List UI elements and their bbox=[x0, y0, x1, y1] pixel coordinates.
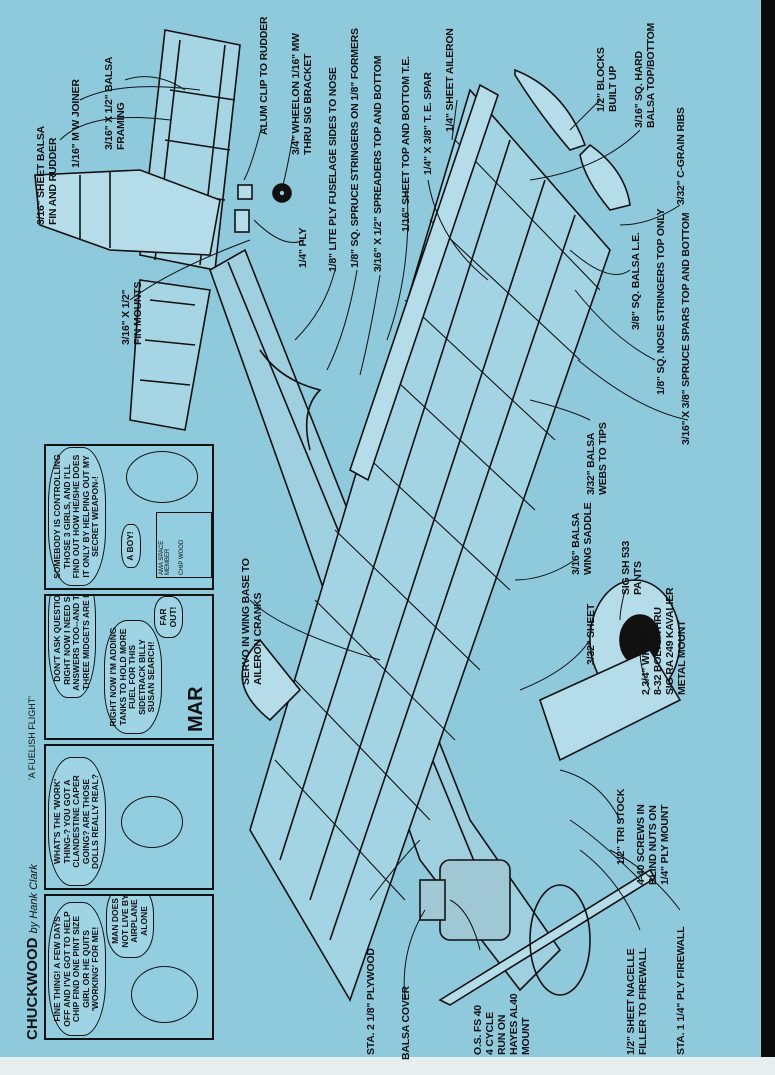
comic-title: CHUCKWOOD by Hank Clark bbox=[24, 864, 41, 1040]
label-sheet-332: 3/32" SHEET bbox=[585, 603, 597, 665]
comic-panel-1: FINE THING! A FEW DAYS OFF AND I'VE GOT … bbox=[44, 894, 214, 1040]
label-ribs: 3/32" C-GRAIN RIBS bbox=[675, 107, 687, 205]
label-aileron: 1/4" SHEET AILERON bbox=[444, 28, 456, 132]
label-ply: 1/4" PLY bbox=[297, 227, 309, 268]
character-face bbox=[131, 966, 198, 1023]
speech-bubble: FAR OUT! bbox=[154, 596, 183, 638]
comic-byline: by Hank Clark bbox=[28, 864, 40, 934]
label-balsa-cover: BALSA COVER bbox=[400, 986, 412, 1060]
speech-bubble: RIGHT NOW I'M ADDING TANKS TO HOLD MORE … bbox=[104, 620, 162, 734]
label-le: 3/8" SQ. BALSA L.E. bbox=[630, 232, 642, 330]
poster-name: CHIP WOOD bbox=[179, 539, 185, 575]
elevator bbox=[129, 279, 211, 431]
comic-panel-4: SOMEBODY IS CONTROLLING THOSE 3 GIRLS, A… bbox=[44, 444, 214, 590]
comic-strip: CHUCKWOOD by Hank Clark 'A FUELISH FLIGH… bbox=[24, 444, 216, 1040]
label-spruce-spars: 3/16" X 3/8" SPRUCE SPARS TOP AND BOTTOM bbox=[680, 212, 692, 445]
label-fuselage-sides: 1/8" LITE PLY FUSELAGE SIDES TO NOSE bbox=[327, 67, 339, 272]
comic-panel-2: WHAT'S THE 'WORK' THING-? YOU GOT A CLAN… bbox=[44, 744, 214, 890]
poster-title: AMA SPACE MEMBER bbox=[159, 540, 171, 575]
label-sheet-te: 1/16" SHEET TOP AND BOTTOM T.E. bbox=[400, 56, 412, 232]
label-nose-stringers: 1/8" SQ. NOSE STRINGERS TOP ONLY bbox=[655, 208, 667, 395]
speech-bubble: SOMEBODY IS CONTROLLING THOSE 3 GIRLS, A… bbox=[48, 447, 106, 586]
comic-panel-3: DON'T ASK QUESTIONS! RIGHT NOW I NEED SO… bbox=[44, 594, 214, 740]
fin-rudder bbox=[34, 169, 221, 256]
speech-bubble: DON'T ASK QUESTIONS! RIGHT NOW I NEED SO… bbox=[48, 594, 96, 698]
label-stringers: 1/8" SQ. SPRUCE STRINGERS ON 1/8" FORMER… bbox=[349, 28, 361, 268]
label-sta2: STA. 2 1/8" PLYWOOD bbox=[365, 948, 377, 1055]
speech-bubble: FINE THING! A FEW DAYS OFF AND I'VE GOT … bbox=[48, 902, 106, 1036]
comic-title-text: CHUCKWOOD bbox=[24, 937, 41, 1041]
character-face bbox=[126, 451, 198, 503]
propeller bbox=[438, 868, 657, 1006]
speech-bubble: WHAT'S THE 'WORK' THING-? YOU GOT A CLAN… bbox=[48, 757, 106, 886]
label-te-spar: 1/4" X 3/8" T. E. SPAR bbox=[422, 72, 434, 175]
leader-lines bbox=[59, 76, 689, 1001]
label-joiner: 1/16" M W JOINER bbox=[70, 79, 82, 168]
speech-bubble: A BOY! bbox=[121, 524, 141, 568]
scan-edge-right bbox=[761, 0, 775, 1075]
label-firewall: STA. 1 1/4" PLY FIREWALL bbox=[675, 926, 687, 1055]
speech-bubble: MAN DOES NOT LIVE BY AIRPLANE ALONE bbox=[106, 894, 154, 958]
wing-saddle-piece bbox=[241, 638, 302, 722]
poster: AMA SPACE MEMBER CHIP WOOD bbox=[156, 512, 212, 578]
label-spreaders: 3/16" X 1/2" SPREADERS TOP AND BOTTOM bbox=[372, 55, 384, 272]
sign-text: MAR bbox=[185, 686, 207, 732]
aileron bbox=[349, 83, 499, 482]
wheelon-parts bbox=[234, 183, 292, 233]
scan-edge-bottom bbox=[0, 1057, 775, 1075]
label-fin-mounts: 3/16" X 1/2"FIN MOUNTS bbox=[120, 281, 144, 345]
label-alum-clip: ALUM CLIP TO RUDDER bbox=[258, 16, 270, 135]
label-tri-stock: 1/2" TRI STOCK bbox=[615, 788, 627, 865]
character-face bbox=[121, 796, 183, 848]
main-wing bbox=[249, 88, 611, 1002]
comic-subtitle: 'A FUELISH FLIGHT' bbox=[27, 696, 37, 780]
engine bbox=[419, 859, 511, 941]
